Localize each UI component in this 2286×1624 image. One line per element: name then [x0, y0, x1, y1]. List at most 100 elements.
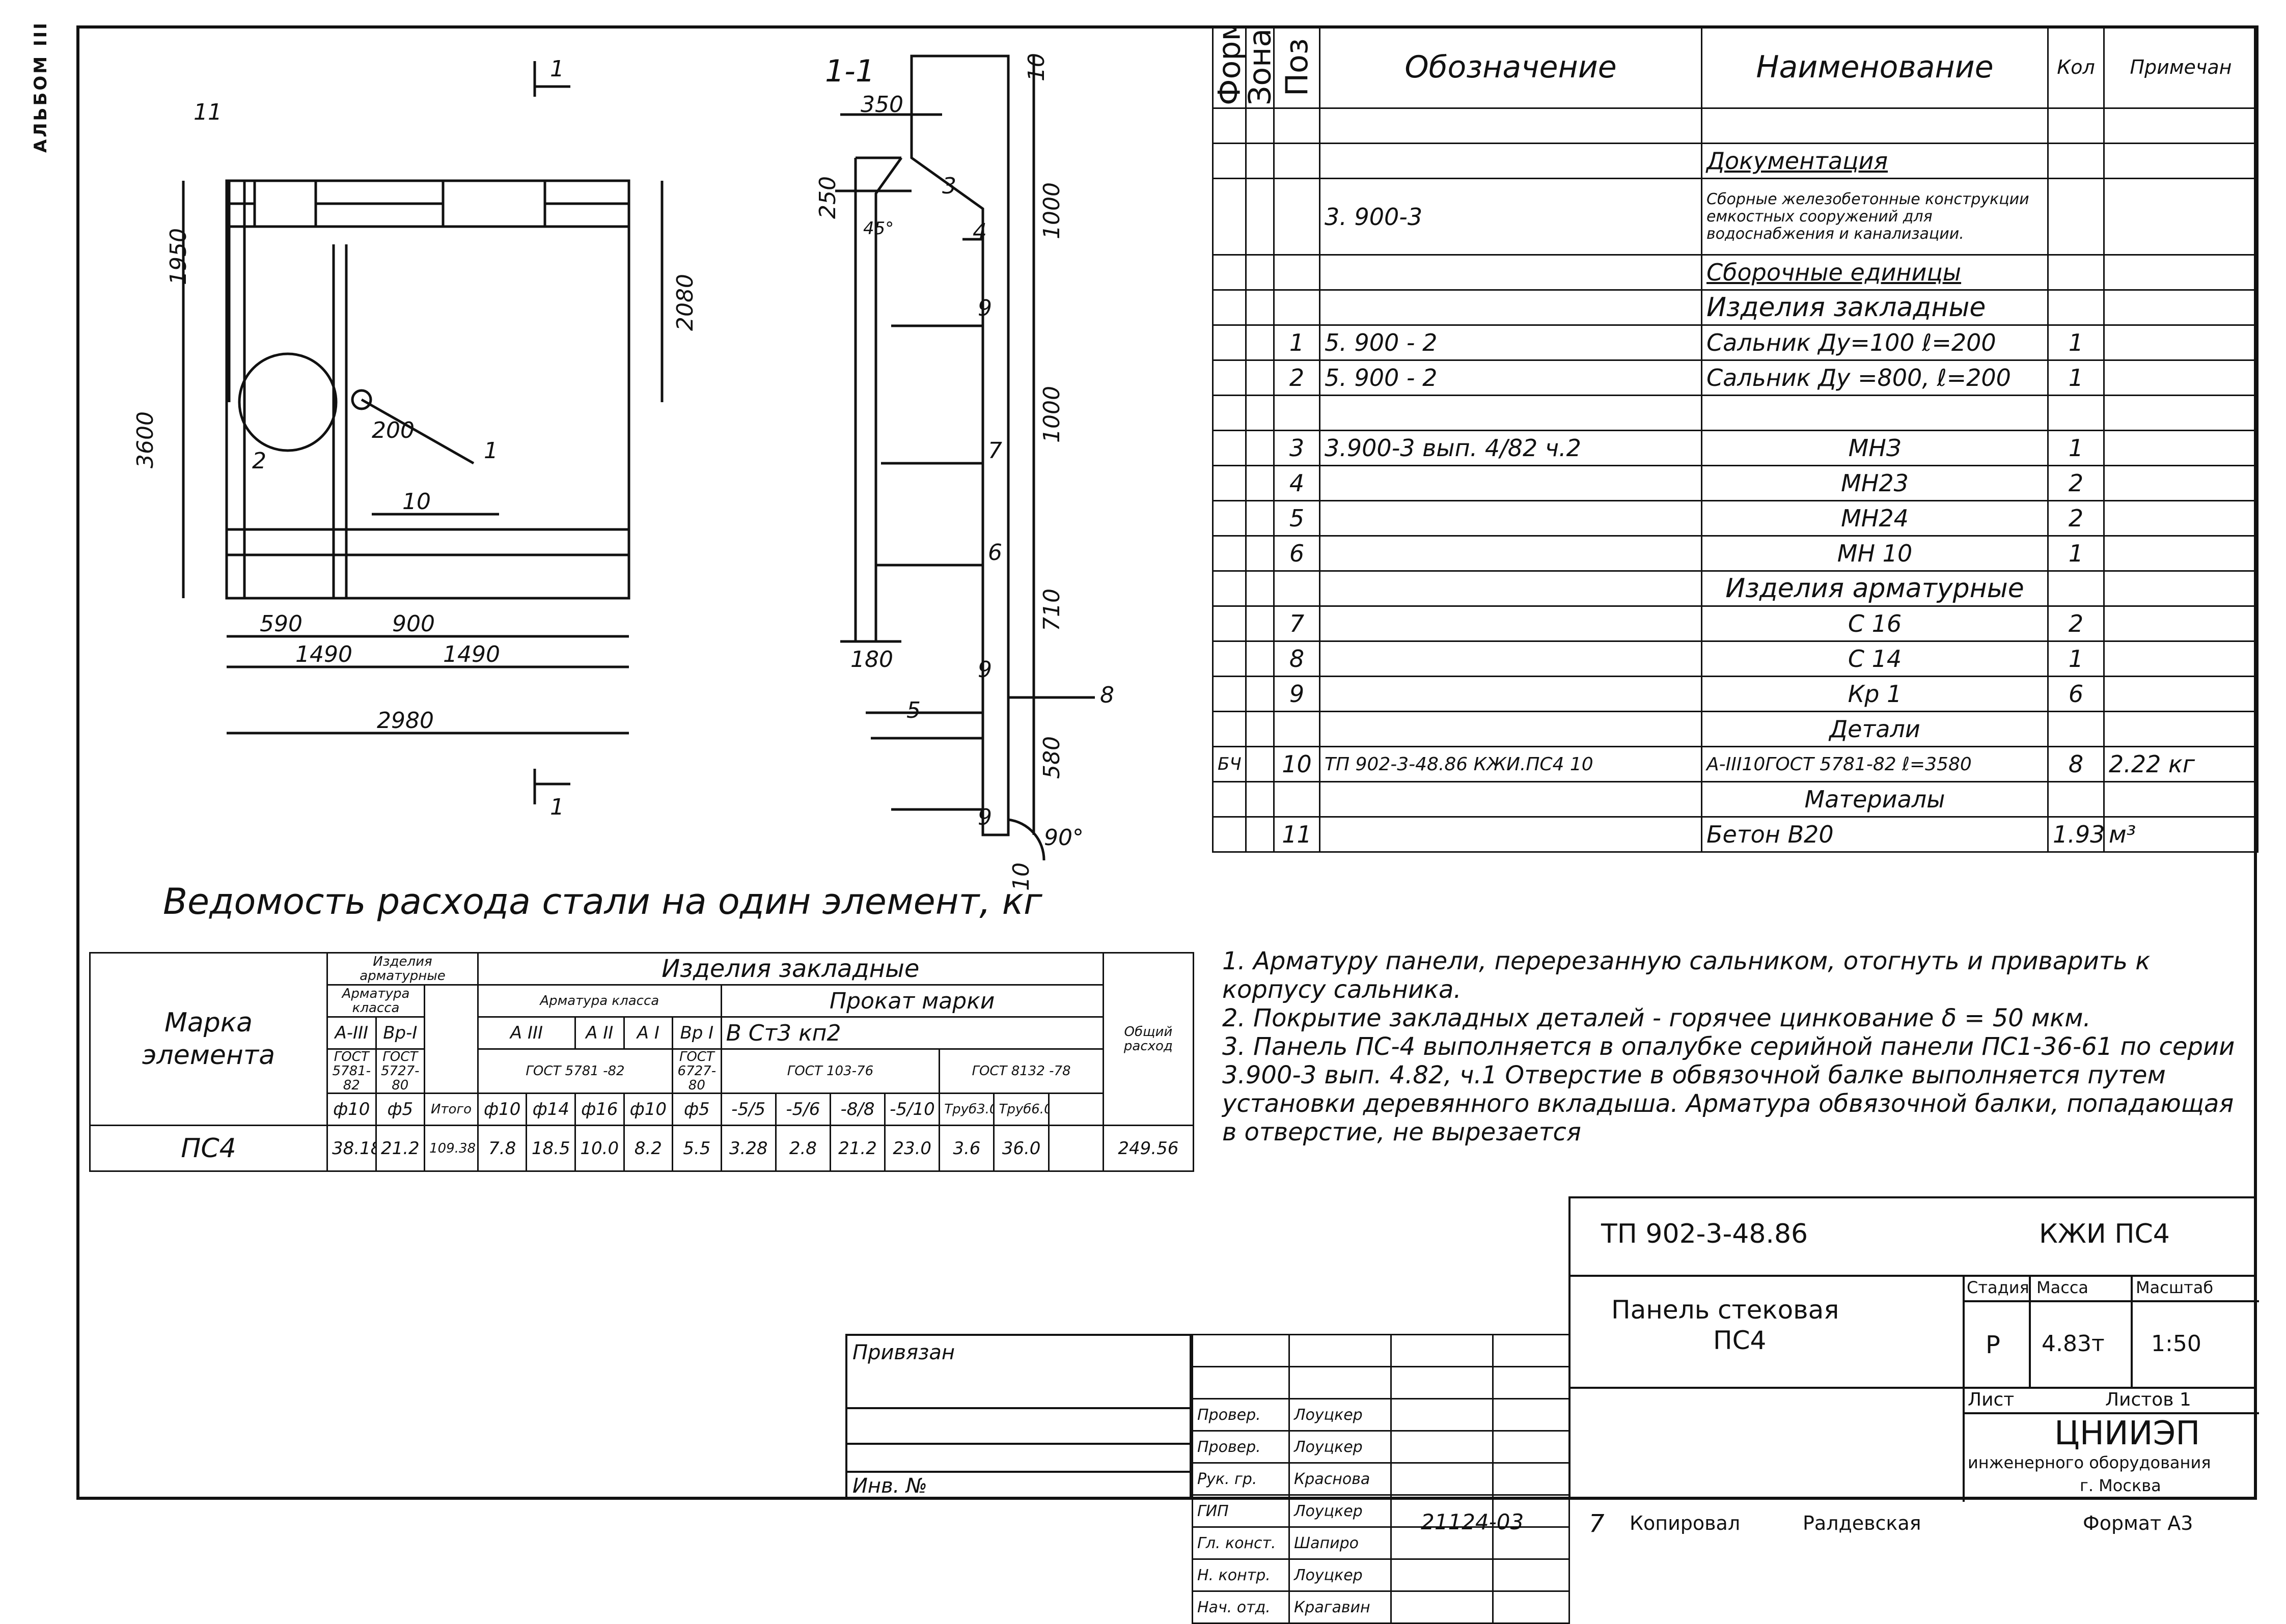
steel-cls-a1: А I [623, 1016, 674, 1050]
sig-name: Краснова [1288, 1462, 1392, 1496]
callout-5: 5 [906, 697, 921, 723]
dim-180: 180 [850, 647, 893, 673]
dim-900: 900 [392, 611, 435, 637]
plan-section-mark-bottom: 1 [550, 794, 564, 820]
footer-copied: Копировал [1630, 1512, 1741, 1534]
sig-role: Провер. [1192, 1430, 1290, 1464]
stage-header: Стадия [1967, 1278, 2029, 1297]
note-3: 3. Панель ПС-4 выполняется в опалубке се… [1222, 1032, 2235, 1146]
steel-cls-a2: А II [574, 1016, 625, 1050]
dim-710: 710 [1039, 589, 1065, 631]
steel-embed-class: Арматура класса [477, 984, 722, 1018]
dim-250: 250 [815, 176, 841, 219]
steel-cls-a3b: А III [477, 1016, 576, 1050]
steel-gost-6: ГОСТ 8132 -78 [939, 1048, 1104, 1094]
dim-1490-left: 1490 [295, 641, 352, 667]
dim-10-bottom: 10 [1008, 862, 1034, 891]
callout-8: 8 [1100, 682, 1114, 708]
sig-name: Шапиро [1288, 1526, 1392, 1560]
steel-total-value: 249.56 [1102, 1125, 1195, 1172]
mass-header: Масса [2036, 1278, 2089, 1297]
spec-header-row: Формат Зона Поз Обозначение Наименование… [1213, 25, 2259, 109]
spec-row: Материалы [1212, 781, 2259, 818]
section-title: 1-1 [825, 53, 875, 89]
footer-page: 7 [1589, 1509, 1605, 1538]
callout-4: 4 [973, 219, 987, 245]
spec-row: Изделия арматурные [1212, 570, 2259, 607]
dim-90: 90° [1044, 825, 1084, 851]
callout-9-bottom: 9 [978, 804, 992, 830]
dim-1950: 1950 [166, 228, 191, 285]
steel-group-embed: Изделия закладные [477, 952, 1104, 986]
callout-3: 3 [942, 173, 956, 199]
mass-value: 4.83т [2042, 1331, 2105, 1357]
spec-header-note: Примечан [2103, 25, 2259, 109]
spec-header-zone: Зона [1246, 26, 1274, 108]
sig-role: Нач. отд. [1192, 1590, 1290, 1624]
sheet-label: Лист [1968, 1389, 2015, 1410]
sheets-label: Листов 1 [2105, 1389, 2191, 1410]
spec-row: Изделия закладные [1212, 289, 2259, 326]
spec-header-pos: Поз [1274, 26, 1320, 108]
plan-section-mark-top: 1 [550, 56, 564, 82]
steel-gost-5: ГОСТ 103-76 [720, 1048, 941, 1094]
footer-copier: Ралдевская [1803, 1512, 1921, 1534]
sig-name: Лоуцкер [1288, 1558, 1392, 1592]
dim-10-top: 10 [1024, 53, 1050, 81]
title-line-1: Панель стековая [1611, 1295, 1839, 1325]
org-city: г. Москва [2080, 1476, 2161, 1495]
footer-format: Формат А3 [2083, 1512, 2193, 1534]
steel-gost-3: ГОСТ 5781 -82 [477, 1048, 674, 1094]
spec-header-designation: Обозначение [1319, 25, 1702, 109]
doc-code: КЖИ ПС4 [2039, 1219, 2170, 1249]
privyazan-label: Привязан [852, 1341, 955, 1364]
sig-role: Гл. конст. [1192, 1526, 1290, 1560]
steel-reinf-class: Арматура класса [326, 984, 426, 1018]
title-line-2: ПС4 [1713, 1326, 1767, 1355]
spec-header-name: Наименование [1701, 25, 2049, 109]
org-subtitle: инженерного оборудования [1968, 1453, 2211, 1472]
callout-6: 6 [988, 540, 1002, 566]
sig-name: Лоуцкер [1288, 1430, 1392, 1464]
stage-value: Р [1986, 1331, 2000, 1359]
spec-row [1212, 107, 2259, 144]
album-label: АЛЬБОМ III [31, 21, 51, 153]
steel-group-reinf: Изделия арматурные [326, 952, 479, 986]
callout-9-top: 9 [978, 295, 992, 321]
sig-role: Н. контр. [1192, 1558, 1290, 1592]
steel-total-header: Общий расход [1102, 952, 1195, 1126]
steel-gost-2: ГОСТ 5727-80 [375, 1048, 426, 1094]
inv-label: Инв. № [852, 1474, 927, 1498]
callout-9-mid: 9 [978, 657, 992, 683]
panel-plan-view [182, 61, 664, 804]
steel-row-mark: ПС4 [89, 1125, 328, 1172]
dim-580: 580 [1039, 736, 1065, 779]
callout-7: 7 [988, 438, 1002, 464]
steel-gost-4: ГОСТ 6727-80 [672, 1048, 722, 1094]
steel-table: Марка элемента Изделия арматурные Издели… [89, 952, 1195, 1172]
spec-row: Сборочные единицы [1212, 254, 2259, 291]
notes-block: 1. Арматуру панели, перерезанную сальник… [1222, 947, 2236, 1146]
sig-role: Рук. гр. [1192, 1462, 1290, 1496]
project-code: ТП 902-3-48.86 [1601, 1219, 1808, 1249]
sig-name: Лоуцкер [1288, 1494, 1392, 1528]
scale-header: Масштаб [2136, 1278, 2214, 1297]
steel-cls-a3: А-III [326, 1016, 377, 1050]
steel-cls-bp1: Вр-I [375, 1016, 426, 1050]
section-view [835, 54, 1095, 861]
title-block: ТП 902-3-48.86 КЖИ ПС4 Панель стековая П… [1568, 1196, 2259, 1502]
sig-name: Крагавин [1288, 1590, 1392, 1624]
dim-2080: 2080 [672, 274, 698, 331]
steel-cls-bp1b: Вр I [672, 1016, 722, 1050]
